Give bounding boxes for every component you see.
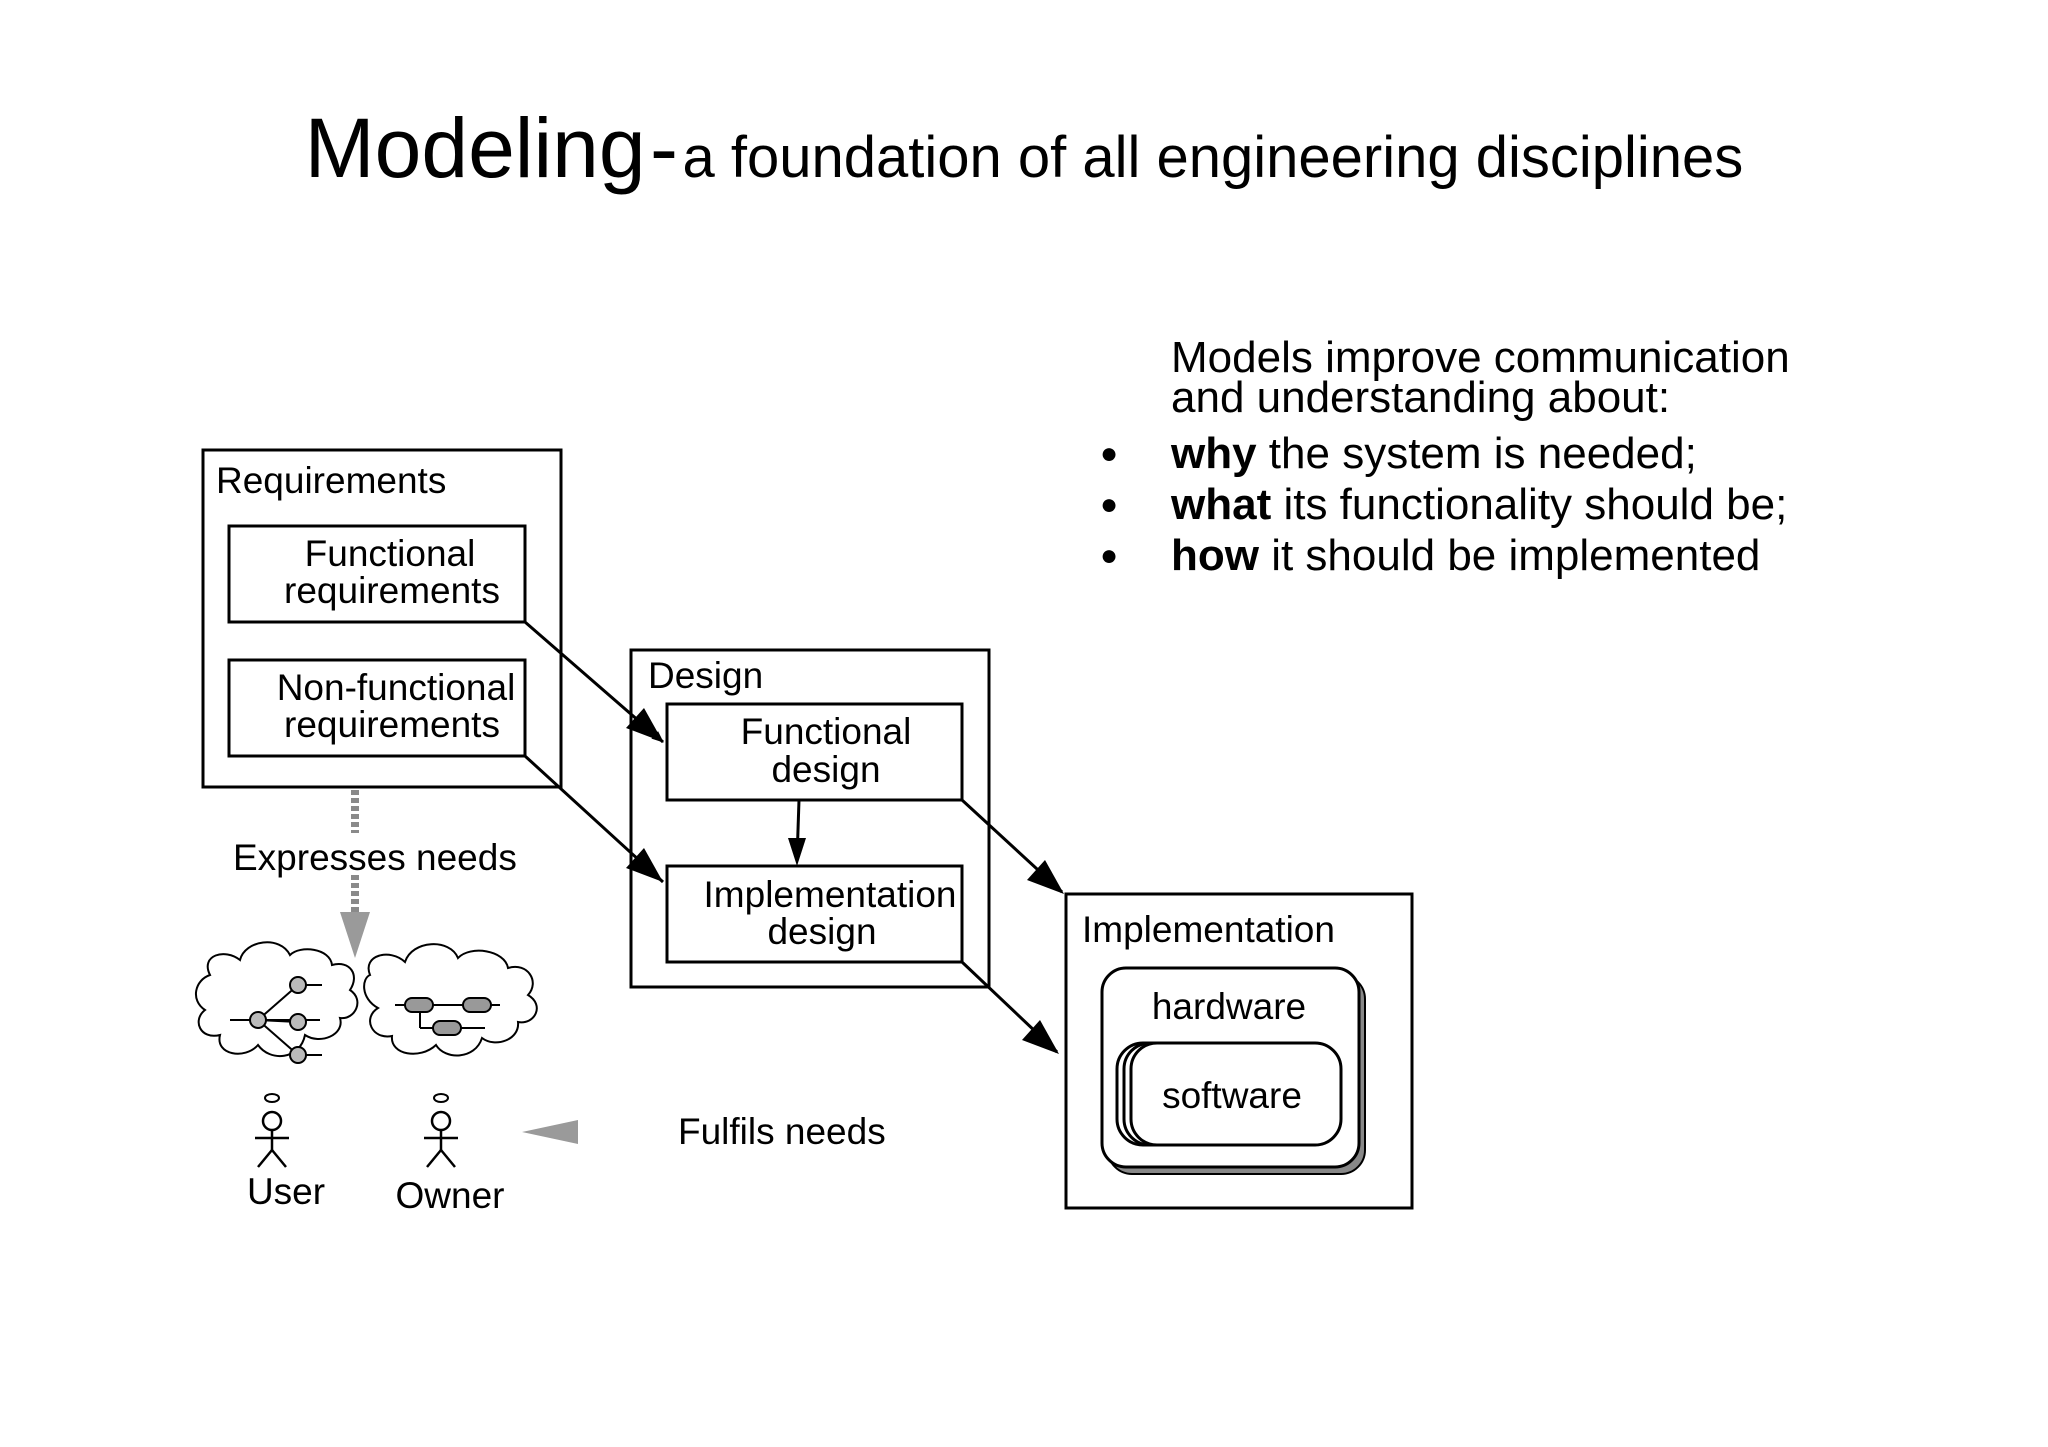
fulfils-needs-label: Fulfils needs xyxy=(678,1111,886,1152)
nonfunctional-requirements-line1: Non-functional xyxy=(277,667,516,708)
requirements-box: Requirements Functional requirements Non… xyxy=(201,448,563,789)
design-box: Design Functional design Implementation … xyxy=(629,648,991,989)
functional-design-line1: Functional xyxy=(741,711,912,752)
arrowhead-icon xyxy=(626,848,663,882)
intro-line-1: Models improve communication xyxy=(1171,333,1790,382)
bullet-how: ● how it should be implemented xyxy=(1100,530,1787,581)
intro-text: Models improve communication and underst… xyxy=(1171,333,1931,422)
owner-figure-icon xyxy=(424,1110,458,1168)
user-label: User xyxy=(247,1171,325,1212)
fulfils-needs-arrowhead-icon xyxy=(522,1120,578,1144)
functional-requirements-line1: Functional xyxy=(305,533,476,574)
bullet-dot-icon: ● xyxy=(1100,539,1119,572)
bullet-what: ● what its functionality should be; xyxy=(1100,479,1787,530)
implementation-box: Implementation hardware software xyxy=(1064,892,1414,1210)
bullet-list: ● why the system is needed; ● what its fun… xyxy=(1100,428,1787,581)
user-thought-cloud-icon xyxy=(195,941,359,1064)
user-thought-bubble-icon xyxy=(264,1093,280,1103)
functional-design-line2: design xyxy=(771,749,880,790)
fulfils-needs-group: Fulfils needs xyxy=(522,1111,886,1152)
implementation-design-line2: design xyxy=(767,911,876,952)
bullet-why: ● why the system is needed; xyxy=(1100,428,1787,479)
implementation-label: Implementation xyxy=(1082,909,1335,950)
expresses-needs-label: Expresses needs xyxy=(233,837,517,878)
arrowhead-icon xyxy=(1027,860,1064,894)
nonfunctional-requirements-box xyxy=(227,658,527,758)
functional-requirements-box xyxy=(227,524,527,624)
arrowhead-icon xyxy=(788,838,806,866)
bullet-dot-icon: ● xyxy=(1100,488,1119,521)
expresses-needs-group: Expresses needs xyxy=(233,790,517,958)
software-label: software xyxy=(1162,1075,1302,1116)
title-main: Modeling xyxy=(304,101,646,195)
bullet-dot-icon: ● xyxy=(1100,437,1119,470)
bullet-text: its functionality should be; xyxy=(1271,480,1788,529)
owner-label: Owner xyxy=(396,1175,505,1216)
bullet-bold: why xyxy=(1171,429,1257,478)
requirements-label: Requirements xyxy=(216,460,446,501)
arrowhead-icon xyxy=(1022,1020,1059,1054)
bullet-bold: what xyxy=(1171,480,1272,529)
implementation-design-box xyxy=(665,864,964,964)
bullet-text: it should be implemented xyxy=(1258,531,1761,580)
bullet-bold: how xyxy=(1171,531,1259,580)
expresses-needs-arrowhead-icon xyxy=(340,912,370,958)
title-separator: - xyxy=(650,101,678,195)
design-label: Design xyxy=(648,655,763,696)
flow-arrows xyxy=(523,620,1064,1054)
arrowhead-icon xyxy=(626,708,663,742)
software-box xyxy=(1129,1041,1343,1147)
functional-requirements-line2: requirements xyxy=(284,570,500,611)
hardware-label: hardware xyxy=(1152,986,1306,1027)
intro-line-2: and understanding about: xyxy=(1171,373,1671,422)
owner-thought-bubble-icon xyxy=(433,1093,449,1103)
implementation-design-line1: Implementation xyxy=(704,874,957,915)
bullet-text: the system is needed; xyxy=(1256,429,1697,478)
owner-thought-cloud-icon xyxy=(363,943,538,1057)
title-subtitle: a foundation of all engineering discipli… xyxy=(682,125,1744,190)
nonfunctional-requirements-line2: requirements xyxy=(284,704,500,745)
user-figure-icon xyxy=(255,1110,289,1168)
page-title: Modeling - a foundation of all engineeri… xyxy=(0,100,2048,197)
functional-design-box xyxy=(665,702,964,802)
